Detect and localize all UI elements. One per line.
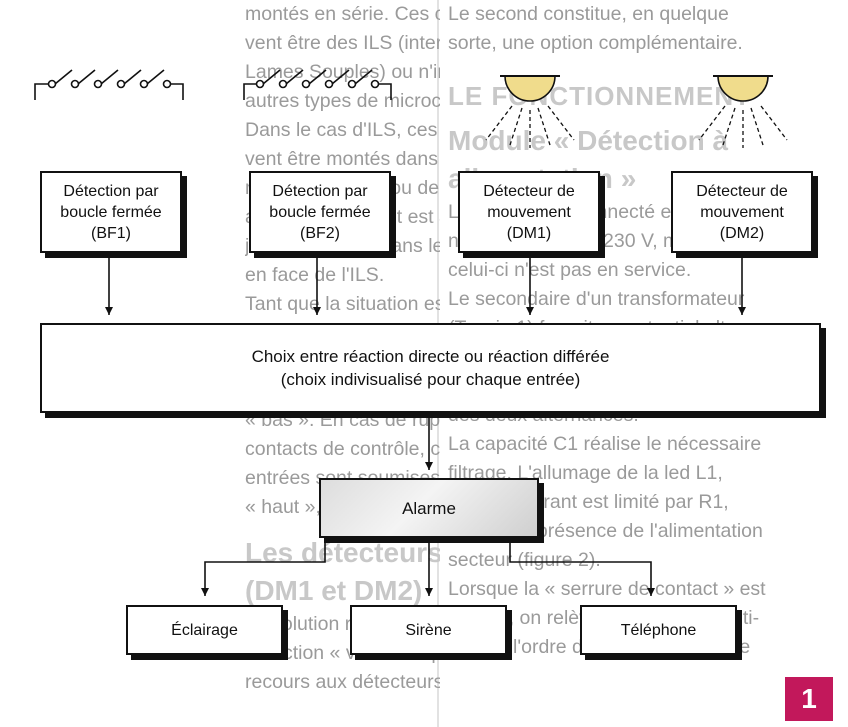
switch-loop-icon [243, 69, 392, 100]
article-heading: (DM1 et DM2) [245, 575, 423, 606]
alarm-label: Alarme [402, 498, 456, 518]
article-heading: Module « Détection à [448, 125, 729, 156]
input-label-bf1: Détection par boucle fermée (BF1) [60, 182, 162, 242]
article-line: Dans le cas d'ILS, ces derniers peu- [245, 119, 440, 141]
article-line: Le second constitue, en quelque [448, 3, 729, 25]
article-heading: LE FONCTIONNEMENT [448, 81, 751, 111]
article-line: Lorsque la « serrure de contact » est [448, 578, 766, 600]
figure-number: 1 [801, 683, 817, 714]
input-box-dm1: Détecteur de mouvement (DM1) [458, 171, 600, 253]
input-label-bf2: Détection par boucle fermée (BF2) [269, 182, 371, 242]
input-label-dm2: Détecteur de mouvement (DM2) [696, 182, 788, 242]
output-label-eclairage: Éclairage [171, 621, 238, 639]
input-box-bf1: Détection par boucle fermée (BF1) [40, 171, 182, 253]
article-line: sorte, une option complémentaire. [448, 32, 743, 54]
motion-lamp-icon [485, 75, 575, 148]
output-label-sirene: Sirène [405, 621, 452, 639]
article-line: montés en série. Ces contacts peu- [245, 3, 440, 25]
article-line: Tant que la situation est normale, [245, 293, 440, 315]
figure-number-badge: 1 [785, 677, 833, 721]
choice-line-1: Choix entre réaction directe ou réaction… [251, 347, 610, 366]
article-line: recours aux détecteurs de mouve- [245, 671, 440, 693]
article-line: contacts de contrôle, ces mêmes [245, 438, 440, 460]
motion-lamp-icon [698, 75, 788, 148]
article-line: vent être des ILS (interrupteur à [245, 32, 440, 54]
article-line: en face de l'ILS. [245, 264, 385, 286]
article-line: Le secondaire d'un transformateur [448, 288, 745, 310]
choice-line-2: (choix indivisualisé pour chaque entrée) [280, 370, 581, 389]
output-label-telephone: Téléphone [620, 621, 697, 639]
choice-box: Choix entre réaction directe ou réaction… [40, 323, 821, 413]
article-heading: Les détecteurs de mouvements [245, 537, 440, 568]
output-box-telephone: Téléphone [580, 605, 737, 655]
article-line: La capacité C1 réalise le nécessaire [448, 433, 762, 455]
input-label-dm1: Détecteur de mouvement (DM1) [483, 182, 575, 242]
article-line: celui-ci n'est pas en service. [448, 259, 692, 281]
input-box-dm2: Détecteur de mouvement (DM2) [671, 171, 813, 253]
article-line: « bas ». En cas de rupture de l'un des [245, 409, 440, 431]
output-box-sirene: Sirène [350, 605, 507, 655]
switch-loop-icon [34, 69, 184, 100]
article-line: vent être montés dans les encadre- [245, 148, 440, 170]
alarm-box: Alarme [319, 478, 539, 538]
input-box-bf2: Détection par boucle fermée (BF2) [249, 171, 391, 253]
article-line: secteur (figure 2). [448, 549, 601, 571]
output-box-eclairage: Éclairage [126, 605, 283, 655]
